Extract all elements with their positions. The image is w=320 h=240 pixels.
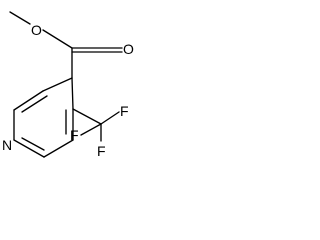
- ester-o-carbonyl-bond: [42, 29, 73, 49]
- ring-nitrogen-label: N: [2, 137, 12, 153]
- ring-double-bond-inner-left: [21, 95, 48, 113]
- ring-bond-c6-c5: [43, 139, 74, 158]
- ring-bond-c4-c3: [71, 77, 74, 110]
- fluorine-top-label: F: [120, 103, 129, 119]
- chemical-structure: O O N F F F: [2, 11, 134, 159]
- cf-bond-left: [80, 123, 102, 136]
- cf-bond-top: [100, 111, 120, 125]
- methyl-bond: [9, 11, 31, 25]
- carbonyl-oxygen-label: O: [123, 41, 134, 57]
- cf3-carbon-bond: [72, 108, 102, 125]
- ring-bond-c3-c2: [42, 77, 73, 92]
- ester-oxygen-label: O: [31, 22, 42, 38]
- ring-bond-n-c6: [13, 139, 45, 158]
- ring-double-bond-inner-bottom: [21, 137, 45, 151]
- fluorine-left-label: F: [70, 127, 79, 143]
- fluorine-bottom-label: F: [97, 143, 106, 159]
- ring-bond-c2-c1: [13, 90, 44, 111]
